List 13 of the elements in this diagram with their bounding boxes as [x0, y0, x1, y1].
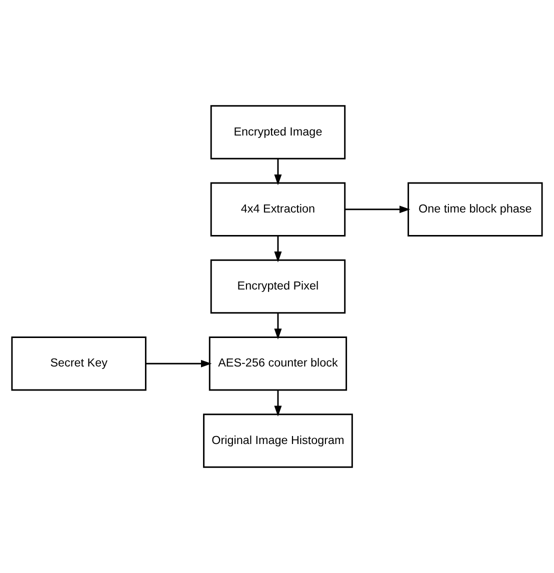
node-box: Encrypted Pixel: [210, 259, 346, 314]
node-box: Encrypted Image: [210, 105, 346, 160]
node-box: Original Image Histogram: [203, 414, 353, 468]
arrow: [345, 206, 410, 214]
node-box: AES-256 counter block: [208, 336, 348, 391]
arrow: [274, 158, 282, 186]
node-box: One time block phase: [408, 182, 543, 236]
arrow: [274, 312, 282, 340]
arrow: [274, 236, 282, 262]
arrow: [274, 390, 282, 417]
node-box: Secret Key: [11, 336, 146, 391]
node-box: 4x4 Extraction: [210, 182, 346, 236]
arrow: [146, 360, 212, 368]
